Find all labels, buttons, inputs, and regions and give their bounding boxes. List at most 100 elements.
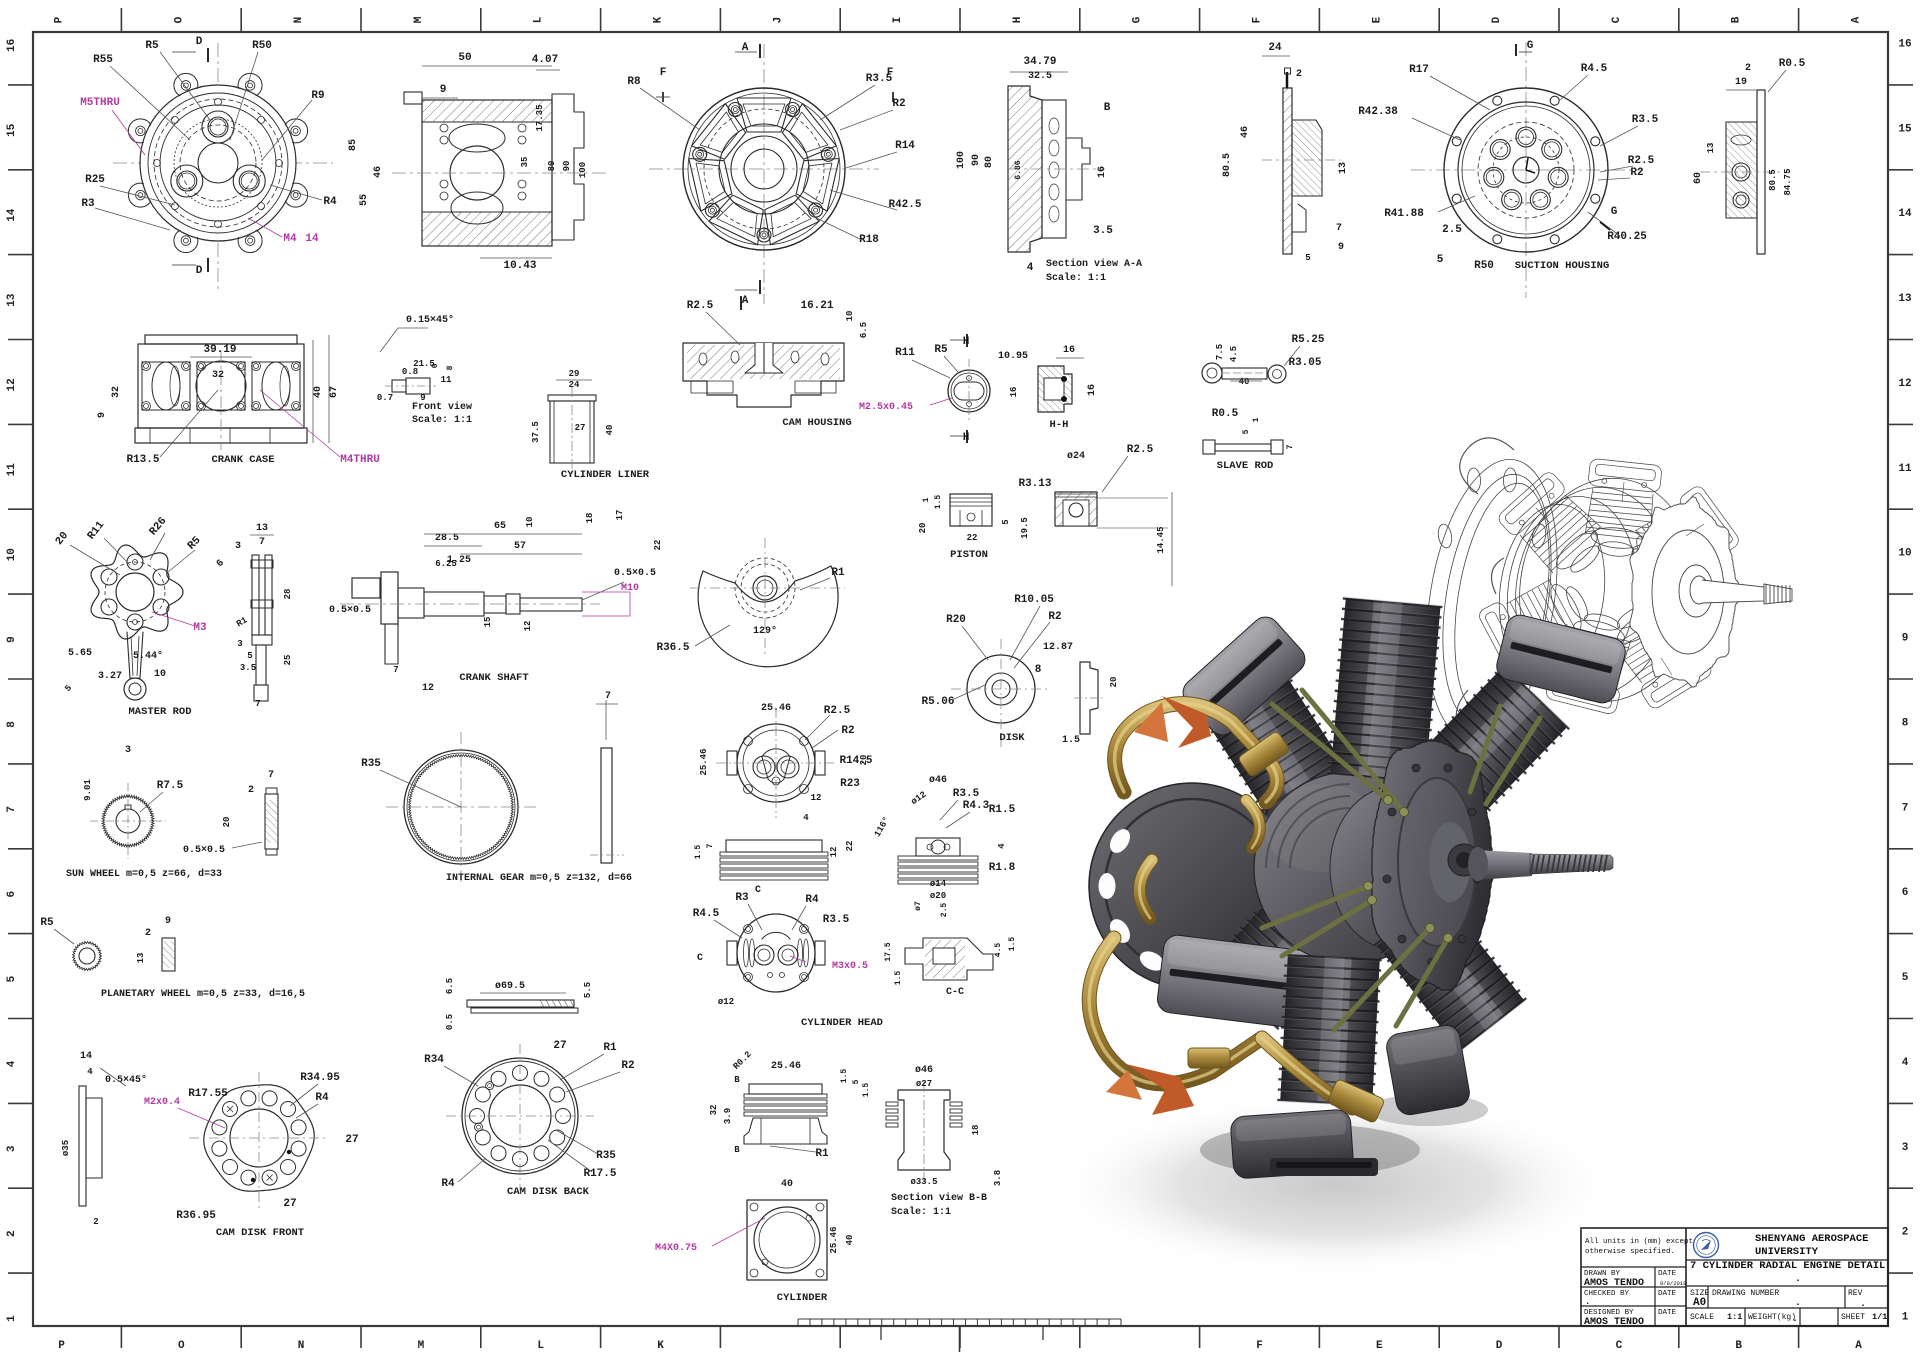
svg-text:6: 6 — [431, 363, 440, 368]
svg-text:1.25: 1.25 — [447, 555, 471, 566]
svg-text:10: 10 — [6, 548, 18, 561]
svg-text:R2.5: R2.5 — [1628, 155, 1655, 167]
svg-text:R3.5: R3.5 — [866, 73, 893, 85]
svg-text:AMOS TENDO: AMOS TENDO — [1584, 1317, 1644, 1328]
svg-text:28: 28 — [283, 589, 293, 600]
svg-text:R2: R2 — [892, 98, 905, 110]
svg-text:M5THRU: M5THRU — [80, 97, 120, 109]
svg-text:40: 40 — [1239, 377, 1250, 387]
svg-text:50: 50 — [458, 52, 471, 64]
svg-text:R5.25: R5.25 — [1291, 334, 1324, 346]
svg-text:INTERNAL GEAR m=0,5 z=132, d=6: INTERNAL GEAR m=0,5 z=132, d=66 — [446, 872, 632, 884]
svg-text:R7.5: R7.5 — [157, 780, 184, 792]
svg-text:DRAWN BY: DRAWN BY — [1584, 1270, 1621, 1278]
svg-text:0.8: 0.8 — [402, 367, 418, 377]
svg-text:4: 4 — [997, 843, 1007, 849]
svg-text:A: A — [742, 295, 749, 307]
svg-text:R34: R34 — [424, 1054, 444, 1066]
svg-text:5: 5 — [1305, 253, 1310, 263]
svg-text:R41.88: R41.88 — [1384, 208, 1424, 220]
svg-text:R4.3: R4.3 — [963, 800, 990, 812]
svg-text:35: 35 — [520, 157, 530, 168]
svg-text:M10: M10 — [621, 583, 639, 594]
svg-text:5: 5 — [1001, 519, 1011, 524]
svg-text:0.5: 0.5 — [445, 1014, 455, 1030]
svg-text:DATE: DATE — [1658, 1290, 1677, 1298]
svg-text:25.46: 25.46 — [699, 748, 709, 775]
svg-text:CHECKED BY: CHECKED BY — [1584, 1290, 1630, 1298]
svg-text:R4.5: R4.5 — [1581, 63, 1608, 75]
svg-text:3.9: 3.9 — [723, 1108, 733, 1124]
svg-text:39.19: 39.19 — [203, 344, 236, 356]
svg-text:22: 22 — [845, 841, 855, 852]
svg-text:SHENYANG AEROSPACE: SHENYANG AEROSPACE — [1755, 1233, 1868, 1245]
svg-text:2: 2 — [145, 928, 151, 939]
svg-text:R2: R2 — [1048, 611, 1061, 623]
svg-text:SUN WHEEL m=0,5 z=66, d=33: SUN WHEEL m=0,5 z=66, d=33 — [66, 868, 222, 880]
svg-text:17: 17 — [615, 510, 625, 521]
svg-text:R3: R3 — [735, 892, 749, 904]
svg-text:R3.5: R3.5 — [823, 914, 850, 926]
svg-text:R13.5: R13.5 — [126, 454, 159, 466]
svg-text:2: 2 — [248, 785, 254, 796]
svg-text:14: 14 — [305, 233, 319, 245]
svg-text:R0.5: R0.5 — [1212, 408, 1239, 420]
svg-text:ø35: ø35 — [61, 1140, 71, 1156]
svg-text:R1: R1 — [603, 1042, 617, 1054]
svg-text:CYLINDER LINER: CYLINDER LINER — [561, 469, 650, 481]
svg-text:R2: R2 — [621, 1060, 634, 1072]
svg-text:R42.5: R42.5 — [888, 199, 921, 211]
svg-text:2.5: 2.5 — [1442, 224, 1462, 236]
svg-text:ø46: ø46 — [915, 1065, 933, 1076]
svg-text:4.5: 4.5 — [994, 943, 1003, 958]
svg-text:A: A — [742, 42, 749, 54]
svg-text:ø7: ø7 — [914, 901, 923, 911]
svg-text:All units in (mm) except: All units in (mm) except — [1585, 1238, 1693, 1246]
svg-text:C: C — [1616, 1340, 1623, 1352]
svg-text:M3x0.5: M3x0.5 — [832, 961, 868, 972]
svg-text:R1: R1 — [815, 1148, 829, 1160]
svg-text:10.95: 10.95 — [998, 351, 1028, 362]
svg-text:25: 25 — [283, 655, 293, 666]
svg-text:R9: R9 — [311, 90, 324, 102]
svg-text:1: 1 — [1902, 1312, 1909, 1324]
svg-text:R3.5: R3.5 — [1632, 114, 1659, 126]
svg-text:C: C — [1611, 16, 1623, 23]
svg-text:4: 4 — [6, 1060, 18, 1067]
svg-text:4: 4 — [1902, 1057, 1909, 1069]
svg-text:R4: R4 — [805, 894, 819, 906]
svg-text:7: 7 — [1286, 444, 1295, 449]
svg-text:14.45: 14.45 — [1156, 526, 1166, 553]
svg-text:G: G — [1527, 40, 1534, 52]
svg-text:27: 27 — [345, 1134, 358, 1146]
svg-text:11: 11 — [6, 463, 18, 477]
svg-text:R17.55: R17.55 — [188, 1088, 228, 1100]
svg-text:8: 8 — [1035, 664, 1042, 676]
svg-text:R4: R4 — [315, 1092, 329, 1104]
svg-text:I: I — [892, 17, 904, 24]
svg-text:R2.5: R2.5 — [824, 705, 851, 717]
svg-text:ø27: ø27 — [916, 1079, 932, 1089]
svg-text:M4: M4 — [283, 233, 297, 245]
svg-text:PISTON: PISTON — [950, 549, 988, 561]
svg-text:4: 4 — [803, 813, 809, 823]
svg-text:5.65: 5.65 — [68, 648, 92, 659]
svg-text:21.5: 21.5 — [413, 359, 435, 369]
svg-text:3: 3 — [237, 639, 242, 649]
svg-text:12: 12 — [829, 847, 839, 858]
svg-text:R1.8: R1.8 — [989, 862, 1016, 874]
svg-text:14: 14 — [80, 1051, 92, 1062]
svg-text:CAM HOUSING: CAM HOUSING — [782, 417, 851, 429]
svg-text:27: 27 — [283, 1198, 296, 1210]
svg-text:2: 2 — [93, 1217, 98, 1227]
svg-text:CAM DISK BACK: CAM DISK BACK — [507, 1186, 590, 1198]
svg-text:CYLINDER: CYLINDER — [777, 1292, 828, 1304]
svg-text:M3: M3 — [193, 622, 207, 634]
svg-text:0.5×0.5: 0.5×0.5 — [183, 845, 225, 856]
svg-text:R42.38: R42.38 — [1358, 106, 1398, 118]
svg-text:R20: R20 — [946, 614, 966, 626]
svg-text:R40.25: R40.25 — [1607, 231, 1647, 243]
svg-text:P: P — [58, 1340, 65, 1352]
svg-text:G: G — [1132, 16, 1144, 23]
svg-text:3.27: 3.27 — [98, 671, 122, 682]
